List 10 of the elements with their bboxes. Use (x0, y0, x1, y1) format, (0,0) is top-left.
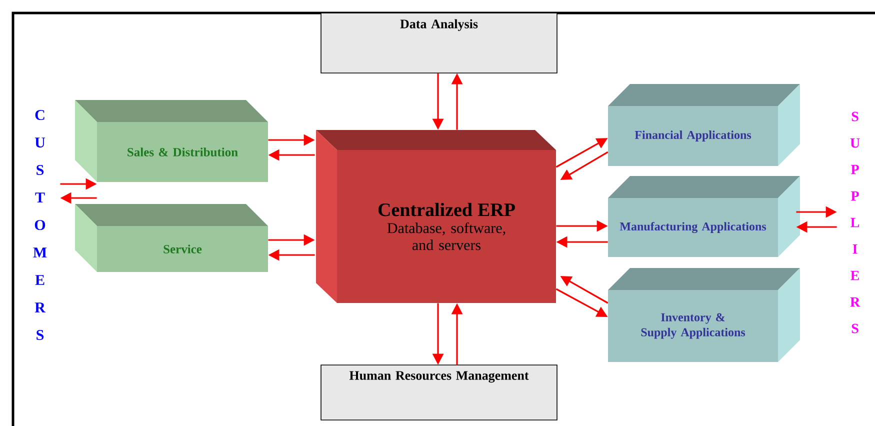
vertical-label: CUSTOMERS (33, 110, 47, 340)
vertical-label: SUPPLIERS (850, 112, 860, 334)
process-box: Human Resources Management (320, 364, 558, 420)
module-block: Service (75, 204, 268, 272)
process-box: Data Analysis (320, 12, 558, 74)
module-block: Manufacturing Applications (608, 176, 800, 257)
module-block: Sales & Distribution (75, 100, 268, 182)
module-block: Inventory & Supply Applications (608, 268, 800, 362)
central-block: Centralized ERP Database, software, and servers (316, 130, 556, 303)
module-block: Financial Applications (608, 84, 800, 166)
